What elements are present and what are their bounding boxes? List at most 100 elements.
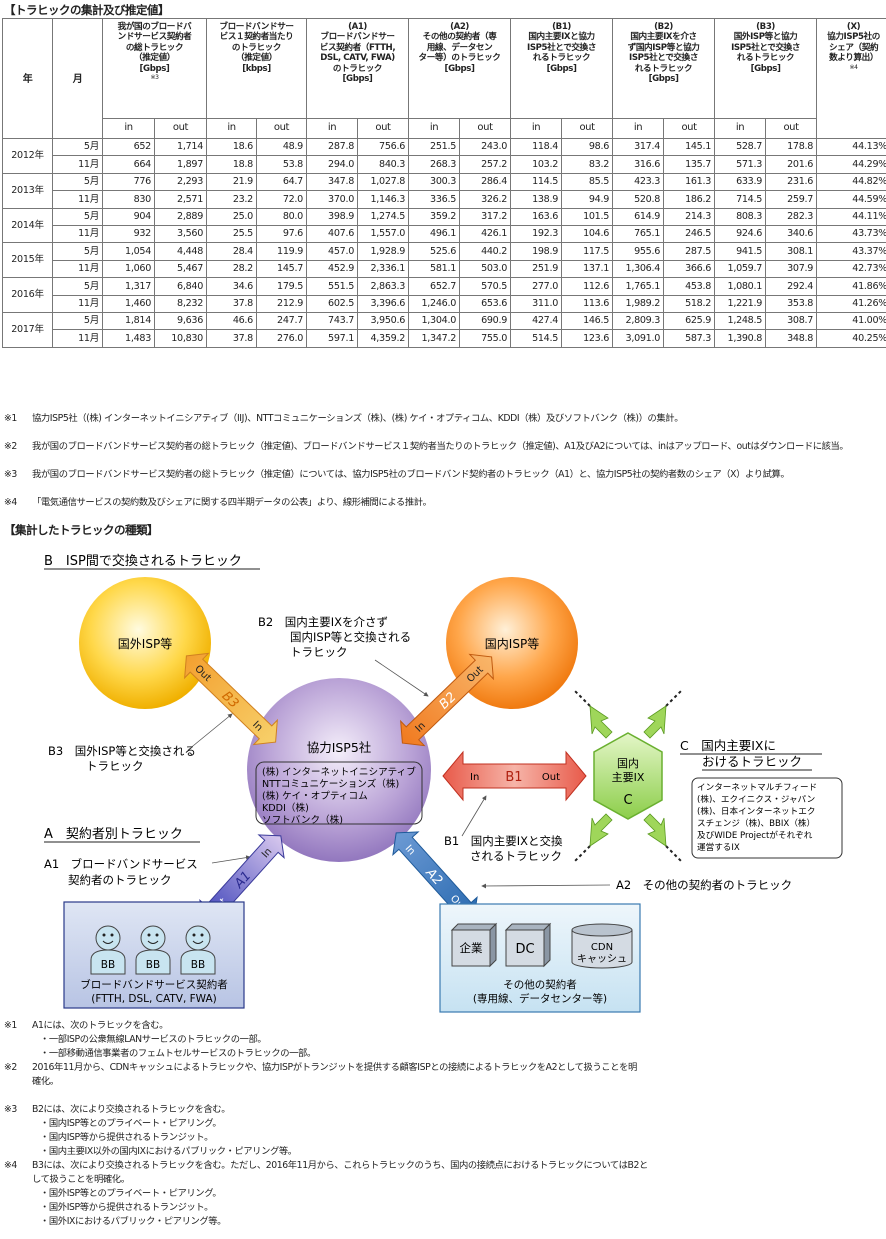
a1-desc-2: 契約者のトラヒック	[68, 873, 172, 887]
value-cell: 4,359.2	[356, 329, 410, 348]
column-header-line: [Gbps]	[139, 63, 170, 74]
note-line: ・国内主要IX以外の国内IXにおけるパブリック・ピアリング等。	[40, 1146, 297, 1157]
column-header-line: その他の契約者（専	[422, 32, 497, 43]
dc-cube: DC	[504, 922, 552, 968]
ix-group: 国内 主要IX C	[573, 689, 683, 863]
note-mark: ※1	[4, 413, 17, 424]
kigyo-label: 企業	[460, 941, 483, 955]
note-line: ・国外ISP等から提供されるトランジット。	[40, 1202, 214, 1213]
isp5-member: (株) ケイ・オプティコム	[262, 790, 368, 802]
ix-desc-line: (株)、日本インターネットエク	[697, 805, 815, 817]
note-text: 「電気通信サービスの契約数及びシェアに関する四半期データの公表」より、線形補間に…	[32, 497, 432, 508]
column-header-line: (B1)	[552, 22, 571, 32]
c-title-2: おけるトラヒック	[702, 754, 802, 769]
column-header-line: (A1)	[348, 22, 367, 32]
value-cell: 37.8	[206, 329, 257, 348]
in-header: in	[206, 118, 257, 139]
isp5-members-box	[255, 761, 423, 825]
value-cell: 10,830	[154, 329, 207, 348]
dc-label: DC	[515, 942, 534, 957]
column-header-line: [Gbps]	[750, 63, 781, 74]
column-header-line: ISP5社とで交換さ	[527, 42, 597, 53]
table-title: 【トラヒックの集計及び推定値】	[4, 3, 170, 17]
column-header-line: ター等）のトラヒック	[418, 53, 501, 64]
out-header: out	[154, 118, 207, 139]
ix-desc-line: スチェンジ（株)、BBIX（株）	[697, 817, 815, 829]
b1-desc-2: されるトラヒック	[470, 849, 562, 863]
value-cell: 3,091.0	[612, 329, 665, 348]
a-title: A 契約者別トラヒック	[44, 827, 183, 842]
ix-c-label: C	[623, 793, 632, 808]
column-header-line: [Gbps]	[342, 74, 373, 85]
ix-label-2: 主要IX	[612, 771, 645, 784]
note-line: ・一部移動通信事業者のフェムトセルサービスのトラヒックの一部。	[40, 1048, 316, 1059]
isp5-circle	[247, 678, 431, 862]
kigyo-cube: 企業	[450, 922, 498, 968]
ix-arrow-ne	[643, 705, 667, 739]
table-note: ※4「電気通信サービスの契約数及びシェアに関する四半期データの公表」より、線形補…	[4, 496, 880, 510]
column-header-line: ISP5社とで交換さ	[629, 53, 699, 64]
column-header-line: [Gbps]	[648, 74, 679, 85]
note-line: 2016年11月から、CDNキャッシュによるトラヒックや、協力ISPがトランジッ…	[32, 1062, 637, 1073]
ix-arrow-se	[643, 813, 667, 847]
column-header-line: [Gbps]	[546, 63, 577, 74]
bb-user-label: BB	[146, 959, 160, 971]
note-mark: ※1	[4, 1020, 17, 1031]
value-cell: 587.3	[663, 329, 716, 348]
isp5-member: ソフトバンク（株)	[262, 814, 343, 826]
value-cell: 40.25%	[816, 329, 886, 348]
b3-arrow: Out B3 In	[184, 652, 278, 746]
note-line: ・国外IXにおけるパブリック・ピアリング等。	[40, 1216, 227, 1227]
column-header-line: 国内主要IXと協力	[528, 32, 595, 43]
note-mark: ※4	[4, 1160, 17, 1171]
isp5-member: NTTコミュニケーションズ（株)	[262, 778, 399, 790]
year-cell: 2017年	[2, 311, 53, 348]
cdn-label-1: CDN	[591, 942, 613, 953]
value-cell: 243.0	[459, 137, 512, 157]
b1-label: B1	[505, 770, 522, 785]
column-header-line: ブロードバンドサー	[219, 22, 294, 32]
out-header: out	[356, 118, 410, 139]
value-cell: 123.6	[561, 329, 614, 348]
year-cell: 2016年	[2, 277, 53, 313]
column-header-line: 国外ISP等と協力	[733, 32, 798, 43]
share-header-line: 数より算出）	[829, 53, 879, 64]
out-header: out	[256, 118, 307, 139]
note-line: A1には、次のトラヒックを含む。	[32, 1020, 169, 1031]
column-header: (A2)その他の契約者（専用線、データセンター等）のトラヒック[Gbps]	[408, 18, 512, 119]
column-header-line: のトラヒック	[231, 42, 282, 53]
bb-box-label-2: (FTTH, DSL, CATV, FWA)	[91, 993, 217, 1005]
diagram-note: ※2 2016年11月から、CDNキャッシュによるトラヒックや、協力ISPがトラン…	[4, 1061, 880, 1089]
ix-desc-line: (株)、エクイニクス・ジャパン	[697, 793, 815, 805]
share-header-line: (X)	[846, 22, 861, 32]
bb-user: BB	[180, 925, 216, 975]
ix-desc-box	[691, 777, 843, 859]
column-header-line: ビス契約者（FTTH,	[319, 42, 396, 53]
in-header: in	[408, 118, 461, 139]
share-header-line: シェア（契約	[828, 42, 879, 53]
column-header-line: (B2)	[654, 22, 673, 32]
traffic-table: 年月我が国のブロードバンドサービス契約者の総トラヒック（推定値）[Gbps]※3…	[2, 18, 886, 348]
column-header-line: DSL, CATV, FWA)	[320, 53, 395, 64]
column-header-line: の総トラヒック	[125, 42, 184, 53]
column-header: 我が国のブロードバンドサービス契約者の総トラヒック（推定値）[Gbps]※3	[102, 18, 207, 119]
note-mark: ※2	[4, 1062, 17, 1073]
column-header-line: ブロードバンドサー	[320, 32, 395, 43]
note-line: 確化。	[32, 1076, 59, 1087]
bb-box-label-1: ブロードバンドサービス契約者	[80, 978, 228, 991]
